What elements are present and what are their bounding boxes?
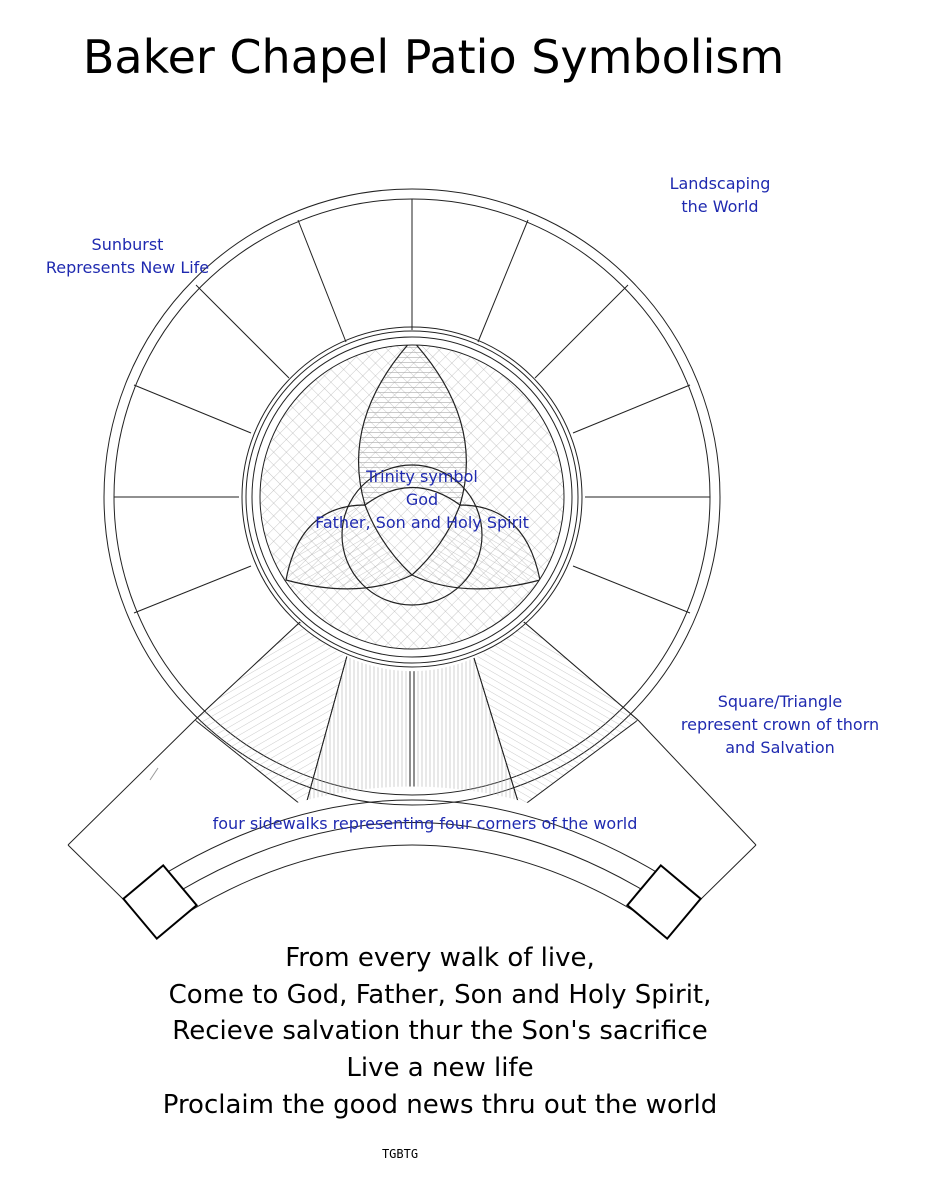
corner-squares [121,863,703,941]
label-line: Sunburst [91,235,164,254]
poem-line-4: Live a new life [346,1053,534,1083]
label-line: represent crown of thorn [680,715,880,734]
label-line: Landscaping [669,174,771,193]
signature: TGBTG [381,1147,419,1161]
label-line: the World [681,197,759,216]
trinity-leaf-left [285,504,414,590]
poem-line-5: Proclaim the good news thru out the worl… [162,1090,718,1120]
square-triangle-label: Square/Triangle represent crown of thorn… [670,690,890,759]
sunburst-ray [534,284,629,379]
sunburst-label: Sunburst Represents New Life [35,233,220,279]
sunburst-ray [133,384,252,434]
sunburst-ray [572,565,691,614]
sunburst-ray [572,384,691,434]
boundary-lines [67,621,757,901]
poem-line-2: Come to God, Father, Son and Holy Spirit… [168,980,712,1010]
sunburst-ray [297,219,347,343]
trinity-label: Trinity symbol God Father, Son and Holy … [312,465,532,534]
sunburst-ray [195,284,290,379]
left-square [121,863,199,941]
sunburst-ray [477,219,529,343]
curved-walkway [123,799,701,931]
sidewalks [195,622,638,809]
trinity-leaf-top [358,345,467,506]
landscaping-label: Landscaping the World [650,172,790,218]
sunburst-ray [133,565,252,614]
label-line: and Salvation [725,738,835,757]
trinity-inner-circle [341,464,483,606]
label-line: Represents New Life [45,258,210,277]
label-line: Father, Son and Holy Spirit [315,513,529,532]
poem-line-3: Recieve salvation thur the Son's sacrifi… [172,1016,708,1046]
sidewalks-label: four sidewalks representing four corners… [212,814,638,833]
page-title: Baker Chapel Patio Symbolism [82,30,785,84]
right-square [625,863,703,941]
label-line: Trinity symbol [366,467,478,486]
label-line: God [405,490,439,509]
label-line: Square/Triangle [717,692,843,711]
trinity-leaf-right [410,504,541,590]
poem-line-1: From every walk of live, [285,943,595,973]
sunburst-ring [103,188,721,806]
trinity-symbol [285,345,541,606]
stray-mark [149,767,159,781]
outer-circle [103,188,721,806]
